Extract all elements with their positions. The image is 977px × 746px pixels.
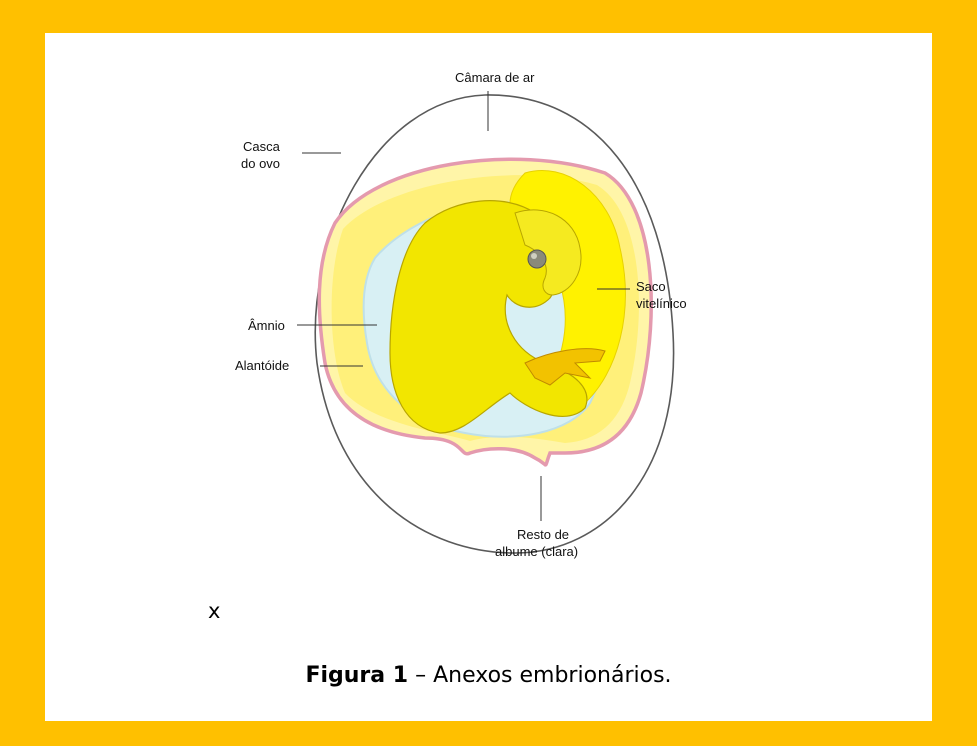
label-shell-2: do ovo <box>241 155 280 172</box>
label-albumen-1: Resto de <box>517 526 569 543</box>
caption-text: – Anexos embrionários. <box>408 663 671 688</box>
caption-bold: Figura 1 <box>305 663 408 688</box>
figure-panel: Câmara de ar Casca do ovo Saco vitelínic… <box>45 33 932 721</box>
figure-caption: Figura 1 – Anexos embrionários. <box>45 663 932 688</box>
label-shell-1: Casca <box>243 138 280 155</box>
label-amnion: Âmnio <box>248 317 285 334</box>
label-yolk-sac-1: Saco <box>636 278 666 295</box>
label-albumen-2: albume (clara) <box>495 543 578 560</box>
chick-eye <box>528 250 546 268</box>
label-yolk-sac-2: vitelínico <box>636 295 687 312</box>
label-allantois: Alantóide <box>235 357 289 374</box>
label-air-chamber: Câmara de ar <box>455 69 534 86</box>
embryo-diagram <box>45 33 932 721</box>
stray-mark: x <box>208 599 220 623</box>
